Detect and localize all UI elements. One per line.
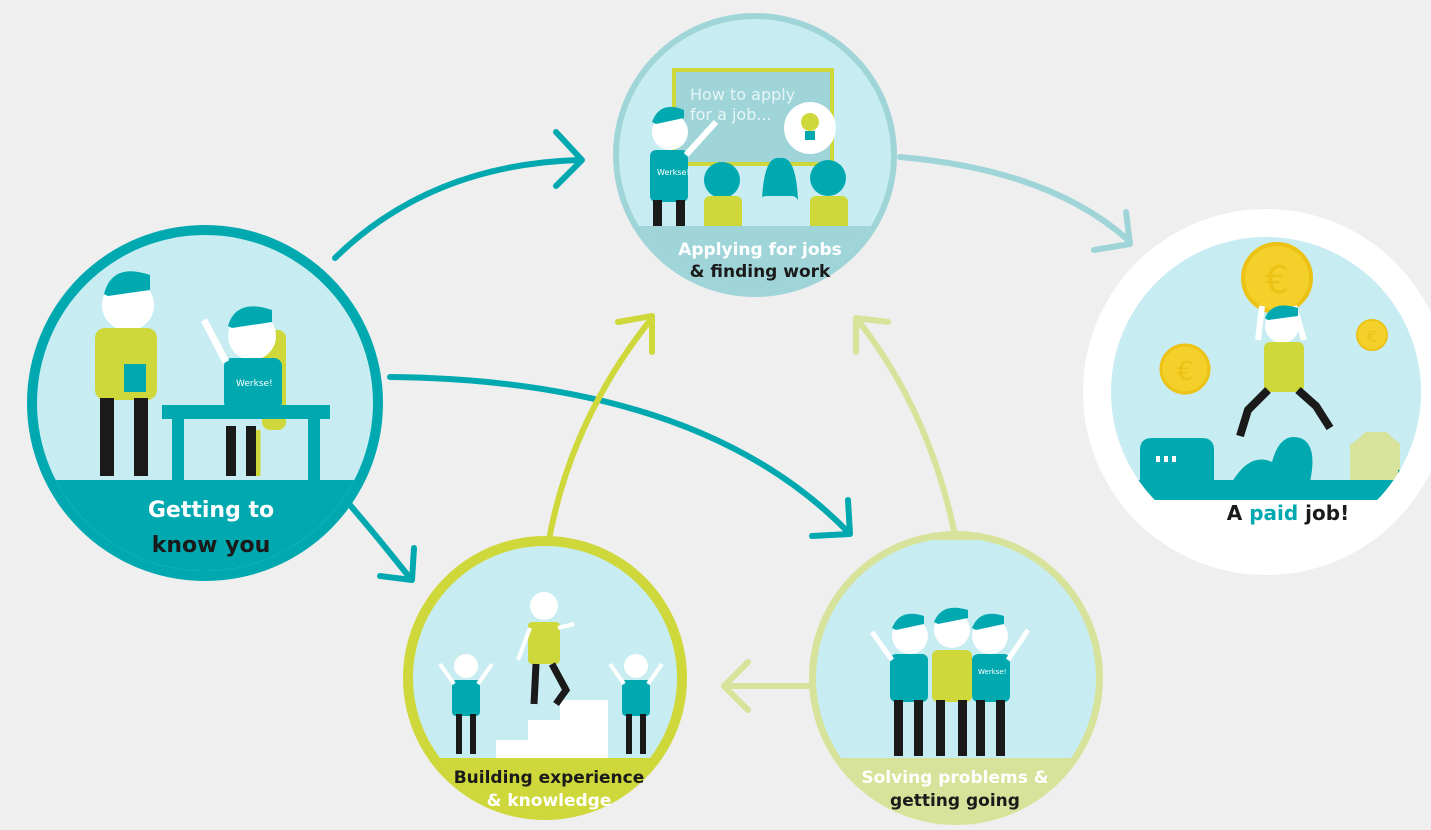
arrow-applying-to-paid <box>897 154 1131 243</box>
node-title-line1: Building experience <box>454 768 645 788</box>
arrow-know-to-solving <box>387 374 851 535</box>
title-part-paid: paid <box>1249 501 1298 525</box>
node-solving-problems: Werkse! Solving problems & getting going <box>809 531 1103 825</box>
node-building-experience: Building experience & knowledge <box>403 536 687 820</box>
arrow-icon <box>721 659 751 713</box>
node-getting-to-know-you: Werkse! Getting to know you <box>27 225 383 581</box>
arrow-icon <box>553 129 585 189</box>
svg-text:€: € <box>1367 327 1377 346</box>
arrow-icon <box>853 315 891 355</box>
arrow-icon <box>615 313 655 355</box>
lightbulb-icon <box>801 113 819 140</box>
node-paid-job: € € € <box>1083 209 1431 575</box>
arrow-know-to-applying <box>332 157 581 261</box>
desk <box>162 405 330 419</box>
arrow-icon <box>809 497 853 539</box>
node-applying: How to apply for a job... Werkse! <box>613 13 897 297</box>
svg-text:€: € <box>1177 357 1194 387</box>
node-title-line1: Solving problems & <box>861 768 1048 788</box>
board-text-2: for a job... <box>690 105 772 124</box>
title-part-a: A <box>1227 501 1249 525</box>
node-title-line1: Getting to <box>148 498 274 523</box>
node-title-line2: & knowledge <box>487 791 612 811</box>
arrow-icon <box>1091 209 1133 253</box>
euro-coin-icon: € <box>1241 242 1313 314</box>
shirt-logo: Werkse! <box>657 168 690 177</box>
shirt-logo: Werkse! <box>236 379 273 389</box>
node-title-line2: know you <box>152 533 271 558</box>
svg-text:€: € <box>1265 258 1289 302</box>
node-title-line2: getting going <box>890 791 1020 811</box>
tablet <box>124 364 146 392</box>
node-title-line2: & finding work <box>690 262 831 282</box>
node-title: A paid job! <box>1227 501 1349 525</box>
stairs <box>496 700 608 760</box>
arrow-icon <box>377 545 417 583</box>
node-title-line1: Applying for jobs <box>678 240 842 260</box>
board-text-1: How to apply <box>690 85 795 104</box>
euro-coin-icon: € <box>1159 343 1211 395</box>
title-part-job: job! <box>1298 501 1349 525</box>
shirt-logo: Werkse! <box>978 668 1007 676</box>
arrow-know-to-building <box>347 502 413 581</box>
arrow-building-to-applying <box>545 315 655 548</box>
arrow-solving-to-applying <box>853 315 959 543</box>
euro-coin-icon: € <box>1356 319 1388 351</box>
